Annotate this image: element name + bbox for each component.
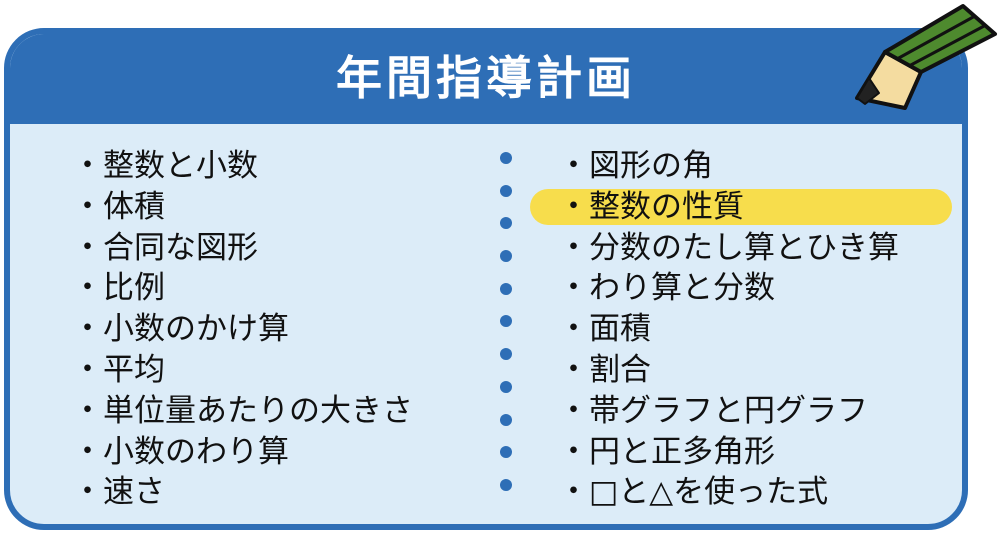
page-title: 年間指導計画 [336,51,636,105]
divider-dot [500,282,512,295]
list-item: ・比例 [72,270,165,307]
divider-dot [500,380,512,393]
list-item: ・面積 [558,311,651,348]
column-divider [500,152,516,512]
list-item: ・わり算と分数 [558,270,775,307]
list-item: ・小数のわり算 [72,433,289,470]
divider-dot [500,250,512,263]
list-item: ・体積 [72,188,165,225]
list-item: ・単位量あたりの大きさ [72,392,413,429]
right-list: ・図形の角 ・整数の性質 ・分数のたし算とひき算 ・わり算と分数 ・面積 ・割合… [530,146,952,513]
divider-dot [500,478,512,491]
divider-dot [500,315,512,328]
plan-card: 年間指導計画 ・整数と小数 ・体積 ・合同な図形 ・比例 ・小数のかけ算 ・平均… [4,28,968,530]
divider-dot [500,184,512,197]
list-item: ・速さ [72,474,165,511]
list-item: ・分数のたし算とひき算 [558,229,899,266]
divider-dot [500,413,512,426]
list-item: ・帯グラフと円グラフ [558,392,868,429]
list-item: ・合同な図形 [72,229,258,266]
card-header: 年間指導計画 [10,34,962,124]
list-item: ・整数と小数 [72,148,258,184]
list-item: ・平均 [72,351,165,388]
divider-dot [500,217,512,230]
list-item: ・小数のかけ算 [72,311,289,348]
divider-dot [500,152,512,164]
left-list: ・整数と小数 ・体積 ・合同な図形 ・比例 ・小数のかけ算 ・平均 ・単位量あた… [72,146,413,513]
list-item: ・割合 [558,351,651,388]
list-item: ・図形の角 [558,148,713,184]
list-item: ・□と△を使った式 [558,474,829,511]
divider-dot [500,446,512,459]
list-item: ・円と正多角形 [558,433,775,470]
pencil-icon [855,4,997,110]
list-item-highlighted: ・整数の性質 [530,187,952,228]
divider-dot [500,348,512,361]
